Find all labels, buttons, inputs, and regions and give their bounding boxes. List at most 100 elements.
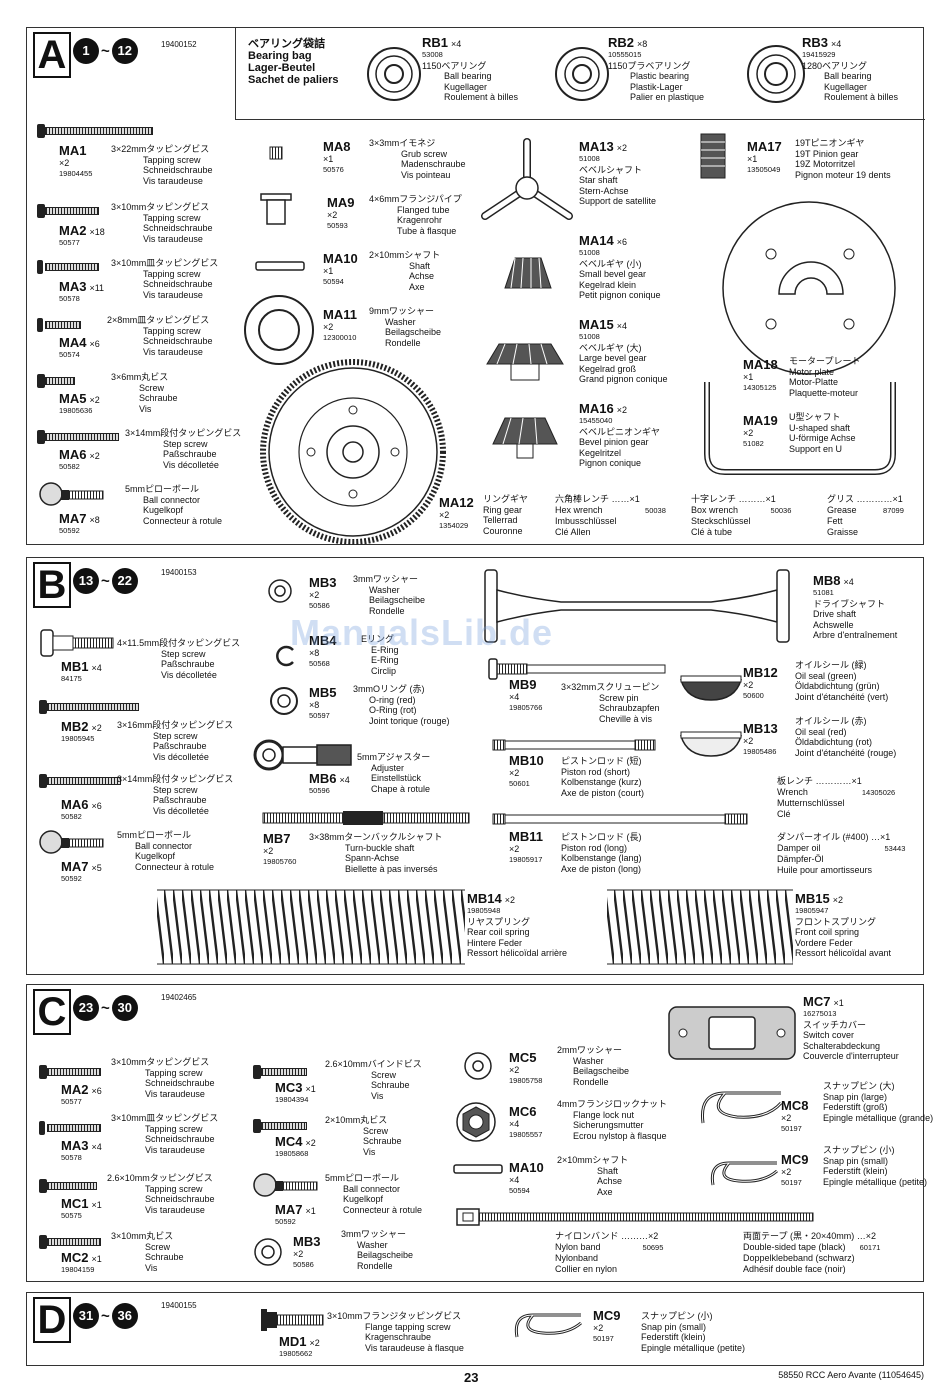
oil-seal-red-icon — [679, 731, 743, 757]
star-shaft-icon — [481, 138, 573, 220]
bearing-icon — [367, 47, 421, 101]
oil-seal-green-icon — [679, 675, 743, 701]
grub-screw-icon — [269, 146, 283, 160]
footer-title: 58550 RCC Aero Avante (11054645) — [778, 1370, 924, 1380]
bag-letter-c: C — [33, 989, 71, 1035]
bag-letter-a: A — [33, 32, 71, 78]
ball-connector-icon — [253, 1173, 318, 1197]
tilde: ~ — [101, 42, 110, 60]
ball-connector-icon — [39, 482, 104, 506]
page-number: 23 — [464, 1370, 479, 1385]
watermark: ManualsLib.de — [290, 612, 554, 653]
desc-mc9-d: スナップピン (小)Snap pin (small)Federstift (kl… — [641, 1311, 746, 1353]
desc-mc8: スナップピン (大)Snap pin (large)Federstift (gr… — [823, 1081, 934, 1123]
bearing-icon — [555, 47, 609, 101]
motor-plate-icon — [722, 201, 896, 375]
nylon-band-icon — [456, 1208, 814, 1226]
step-to: 12 — [111, 38, 138, 64]
step-range-c: 23~30 — [73, 995, 138, 1021]
desc-mb12: オイルシール (緑)Oil seal (green)Öldabdichtung … — [795, 660, 889, 702]
bearing-icon — [747, 45, 805, 103]
shaft-icon — [453, 1164, 503, 1174]
drive-shaft-icon — [484, 569, 790, 643]
shaft-icon — [255, 261, 305, 271]
step-screw-icon — [40, 629, 114, 657]
desc-mb5: 3mmOリング (赤)O-ring (red)O-Ring (rot)Joint… — [353, 684, 450, 726]
piston-rod-short-icon — [492, 739, 656, 751]
e-ring-icon — [276, 645, 294, 667]
flanged-tube-icon — [260, 193, 292, 225]
snap-pin-large-icon — [700, 1091, 783, 1124]
step-range-a: 1~12 — [73, 38, 138, 64]
switch-cover-icon — [668, 1006, 796, 1060]
desc-mb11: ピストンロッド (長)Piston rod (long)Kolbenstange… — [561, 832, 642, 874]
pinion-gear-icon — [700, 133, 726, 179]
desc-mb13: オイルシール (赤)Oil seal (red)Öldabdichtung (r… — [795, 716, 897, 758]
ball-connector-icon — [39, 830, 104, 854]
